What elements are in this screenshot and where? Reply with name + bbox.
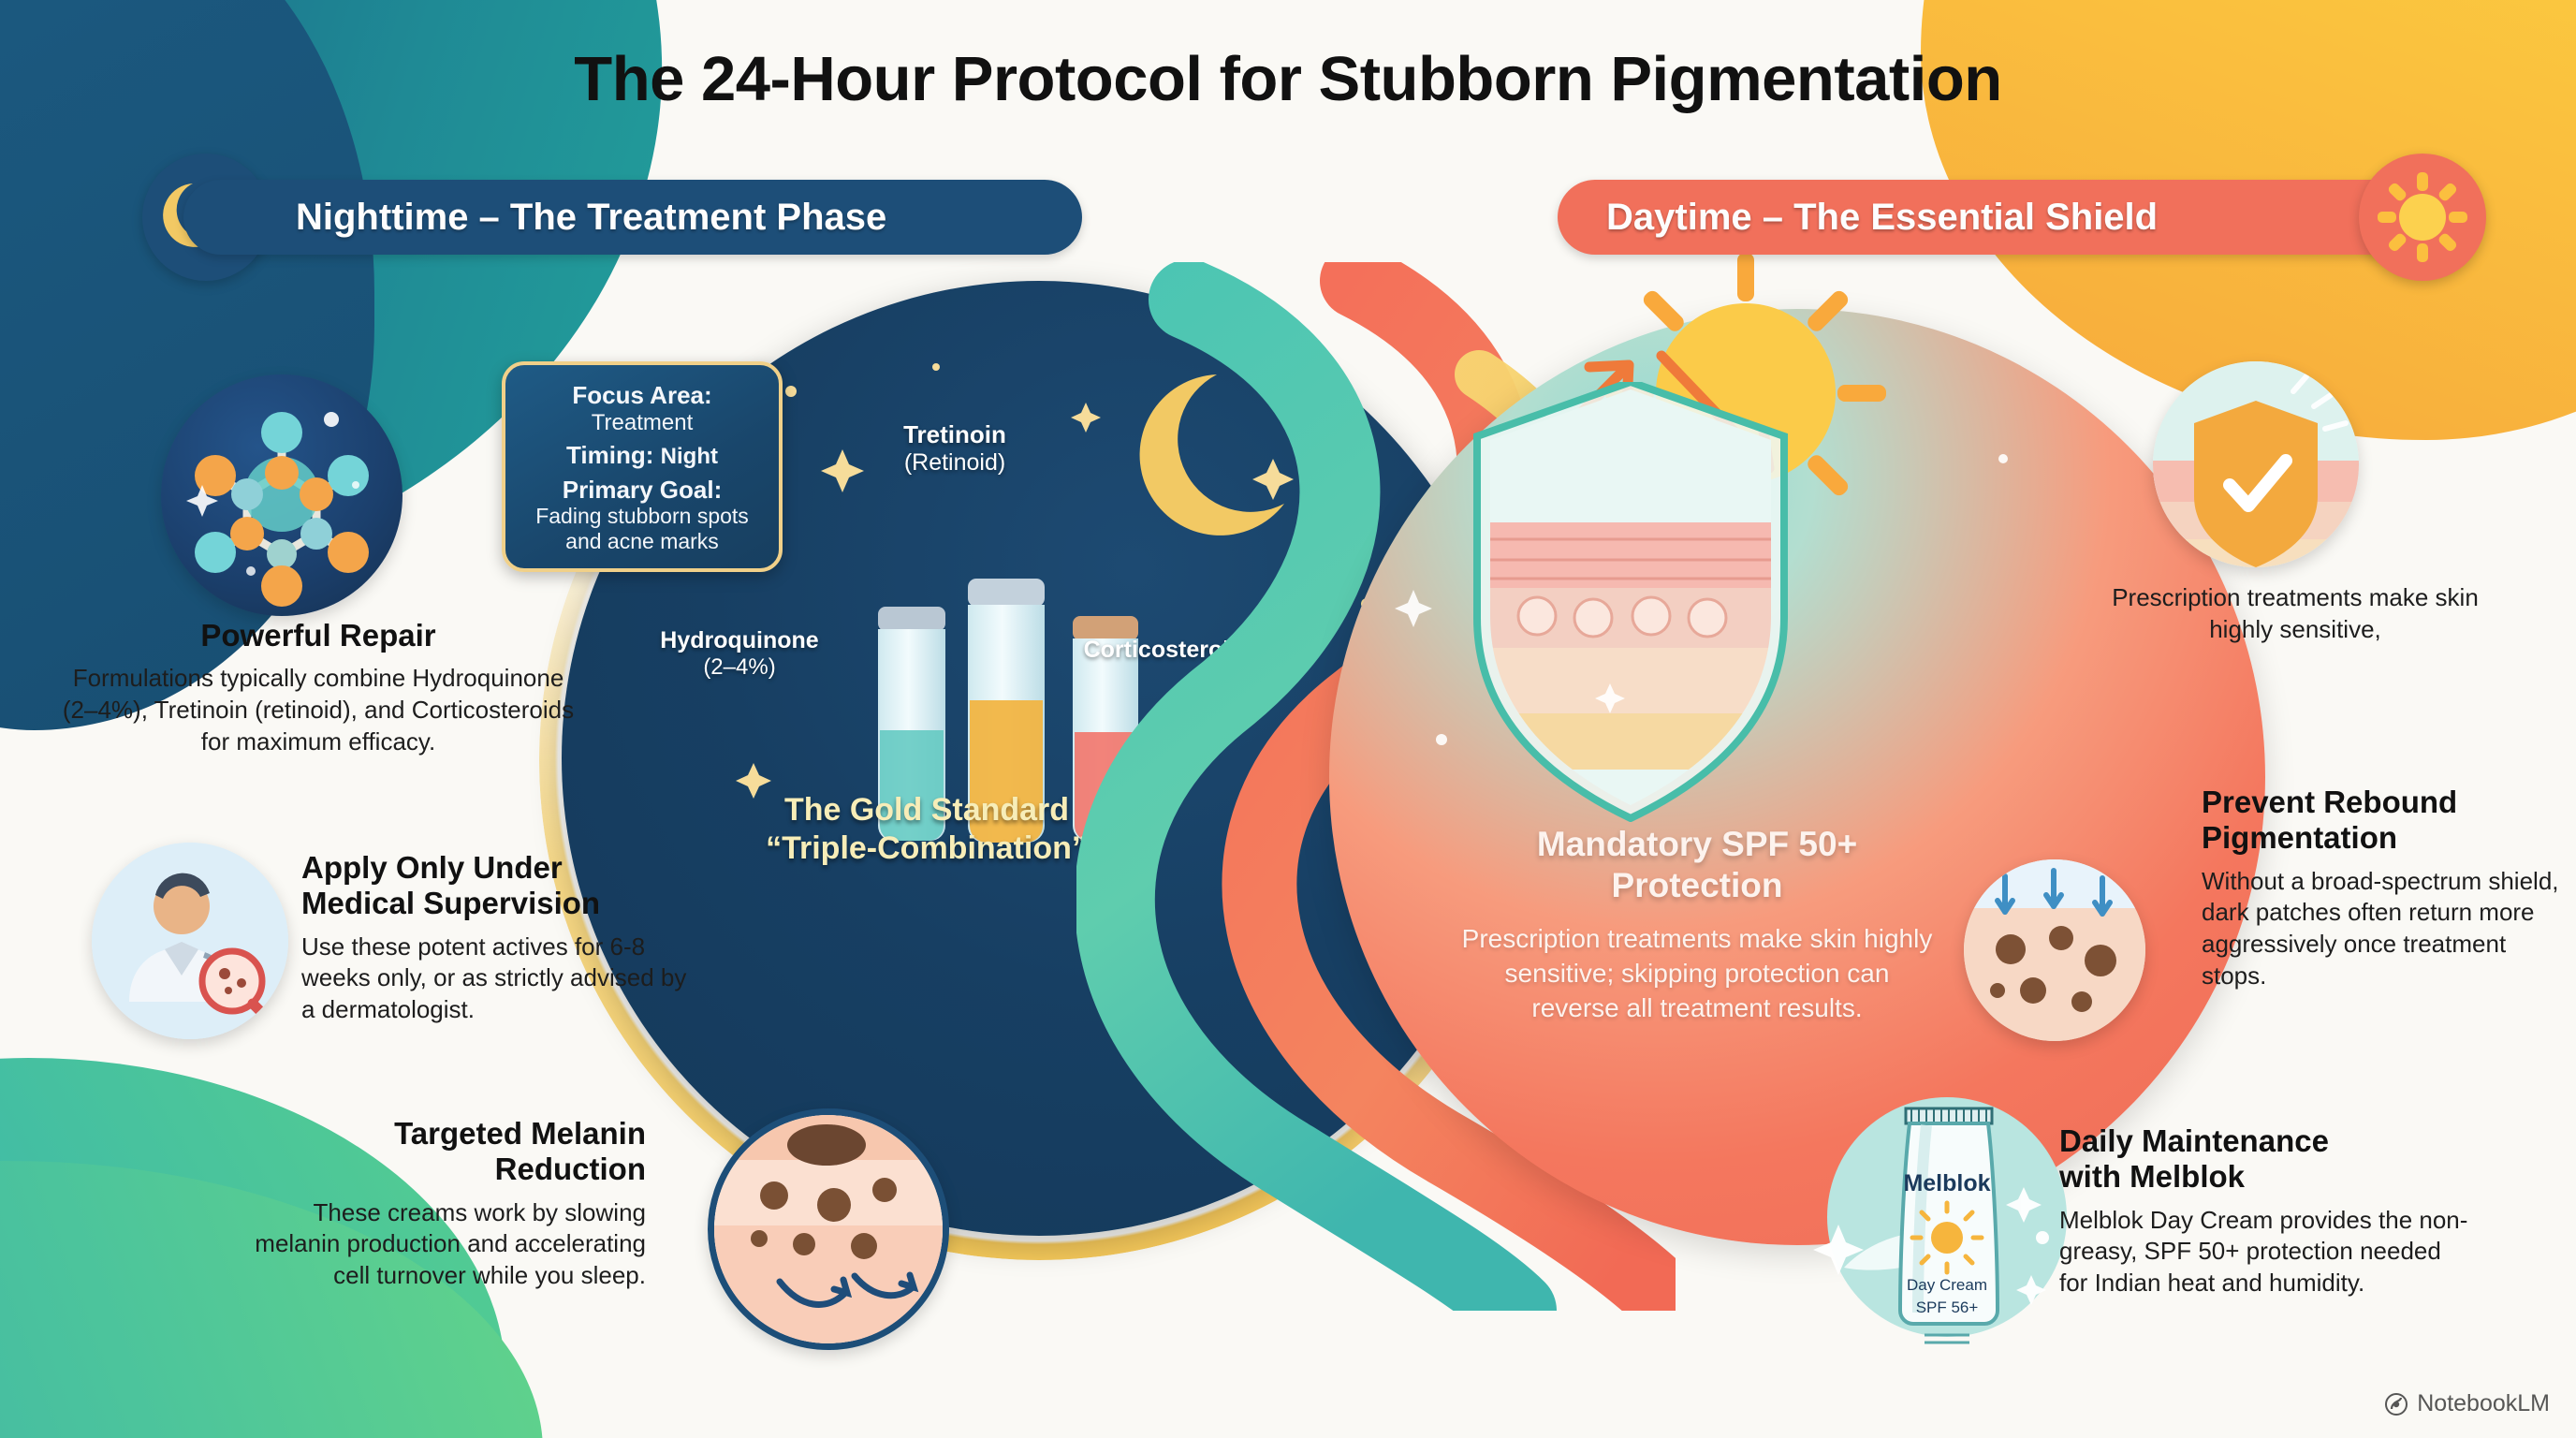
tube-line1-text: Day Cream [1907,1276,1987,1294]
timing-label: Timing: [566,441,654,470]
shield-check-skin-icon [2153,361,2359,567]
text-block-prevent-rebound: Prevent Rebound Pigmentation Without a b… [2202,785,2567,992]
timing-line: Timing: Night [519,441,766,470]
gold-standard-line2: “Triple-Combination” [766,829,1088,866]
body-daily-maintenance: Melblok Day Cream provides the non-greas… [2059,1205,2468,1298]
mandatory-spf-block: Mandatory SPF 50+ Protection Prescriptio… [1458,824,1936,1026]
tube-line2-text: SPF 56+ [1916,1299,1979,1316]
body-prevent-rebound: Without a broad-spectrum shield, dark pa… [2202,866,2559,990]
vial-label-corticosteroids: Corticosteroids [1030,637,1310,664]
vial-sub-hydroquinone: (2–4%) [703,653,776,680]
tube-brand-text: Melblok [1903,1170,1990,1196]
mandatory-spf-title: Mandatory SPF 50+ Protection [1458,824,1936,907]
heading-daily-maintenance-line2: with Melblok [2059,1159,2245,1195]
primary-goal-value-line1: Fading stubborn spots [535,504,749,529]
primary-goal-label: Primary Goal: [562,475,723,504]
vial-sub-tretinoin: (Retinoid) [903,448,1006,476]
sun-icon [2378,172,2467,262]
text-block-daily-maintenance: Daily Maintenance with Melblok Melblok D… [2059,1123,2471,1299]
molecule-icon [161,374,402,616]
heading-prevent-rebound-line2: Pigmentation [2202,820,2398,856]
day-banner-label: Daytime – The Essential Shield [1606,196,2159,238]
day-banner-orb [2359,154,2486,281]
vial-name-hydroquinone: Hydroquinone [660,627,819,653]
heading-targeted-melanin-line2: Reduction [494,1152,646,1187]
gold-standard-line1: The Gold Standard [783,792,1070,828]
notebooklm-watermark-label: NotebookLM [2417,1390,2550,1416]
text-block-prescription-sensitivity: Prescription treatments make skin highly… [2108,582,2482,646]
vial-label-hydroquinone: Hydroquinone (2–4%) [618,627,861,680]
text-block-powerful-repair: Powerful Repair Formulations typically c… [56,618,580,758]
night-banner-label: Nighttime – The Treatment Phase [296,196,887,238]
skin-shield-icon [1473,382,1788,822]
heading-medical-supervision-line1: Apply Only Under [301,850,563,885]
skin-cross-section-icon [708,1108,949,1350]
heading-targeted-melanin-line1: Targeted Melanin [394,1116,646,1151]
heading-powerful-repair: Powerful Repair [200,618,436,653]
gold-standard-caption: The Gold Standard “Triple-Combination” [711,791,1142,868]
mandatory-spf-title-line1: Mandatory SPF 50+ [1536,825,1858,863]
page-title: The 24-Hour Protocol for Stubborn Pigmen… [574,44,2002,114]
night-banner[interactable]: Nighttime – The Treatment Phase [183,180,1082,255]
timing-value: Night [660,444,718,470]
text-block-targeted-melanin: Targeted Melanin Reduction These creams … [225,1116,646,1292]
moon-icon [1139,374,1284,536]
focus-area-value: Treatment [591,409,694,435]
body-powerful-repair: Formulations typically combine Hydroquin… [62,664,575,756]
doctor-magnifier-icon [92,843,288,1039]
day-circle [1329,253,2265,1245]
melblok-tube-icon: Melblok Day Cream SPF 56+ [1807,1067,2087,1348]
focus-area-card: Focus Area: Treatment Timing: Night Prim… [502,361,783,572]
body-medical-supervision: Use these potent actives for 6-8 weeks o… [301,932,687,1024]
vial-label-tretinoin: Tretinoin (Retinoid) [824,420,1086,476]
notebooklm-logo-icon [2385,1392,2408,1416]
vial-name-corticosteroids: Corticosteroids [1083,637,1257,663]
heading-daily-maintenance-line1: Daily Maintenance [2059,1123,2329,1158]
heading-prevent-rebound-line1: Prevent Rebound [2202,785,2458,819]
body-targeted-melanin: These creams work by slowing melanin pro… [255,1197,646,1290]
focus-area-label: Focus Area: [572,381,712,409]
day-banner[interactable]: Daytime – The Essential Shield [1558,180,2428,255]
body-prescription-sensitivity: Prescription treatments make skin highly… [2112,583,2479,643]
vial-name-tretinoin: Tretinoin [903,420,1006,448]
heading-medical-supervision-line2: Medical Supervision [301,886,601,921]
notebooklm-watermark: NotebookLM [2384,1390,2550,1417]
dark-patches-icon [1964,859,2145,1041]
text-block-medical-supervision: Apply Only Under Medical Supervision Use… [301,850,695,1026]
primary-goal-value-line2: and acne marks [565,528,719,553]
day-circle-sparkles [1395,454,2008,745]
mandatory-spf-body: Prescription treatments make skin highly… [1461,923,1933,1022]
mandatory-spf-title-line2: Protection [1611,866,1783,905]
